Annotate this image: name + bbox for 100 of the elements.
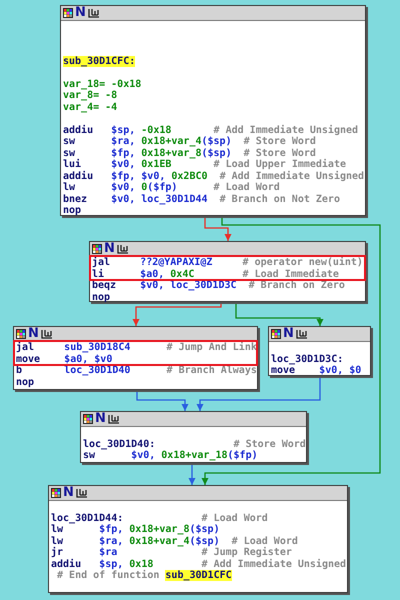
function-name-label: sub_30D1CFC xyxy=(165,570,232,581)
operand: $0 xyxy=(349,365,362,376)
code-comment: # Branch on Not Zero xyxy=(220,194,340,204)
code-block xyxy=(268,326,371,376)
code-label: loc_30D1D44: xyxy=(51,512,124,524)
instruction-mnemonic: b xyxy=(16,365,22,376)
instruction-mnemonic: lui xyxy=(63,159,82,170)
operand: -0x18 xyxy=(141,124,172,136)
operand: loc_30D1D44 xyxy=(141,194,208,204)
instruction-mnemonic: sw xyxy=(63,148,76,158)
node-type-letter: N xyxy=(283,327,294,341)
node-type-letter: N xyxy=(104,242,115,256)
code-label: loc_30D1D40: xyxy=(83,438,156,450)
instruction-mnemonic: nop xyxy=(92,292,110,302)
operand: 0x18+var_8 xyxy=(141,148,202,158)
instruction-mnemonic: lw xyxy=(51,536,64,546)
arrow xyxy=(196,376,321,411)
code-comment: # Jump And Link xyxy=(166,342,257,353)
node-type-letter: N xyxy=(63,486,74,500)
operand: ($sp) xyxy=(202,148,232,158)
variable-declaration: var_18= -0x18 xyxy=(63,78,142,90)
operand: $fp, xyxy=(99,524,124,535)
operand: 0x1EB xyxy=(141,159,172,170)
operand: ($sp) xyxy=(190,524,220,535)
operand: 0x18+var_4 xyxy=(129,536,190,546)
operand: ??2@YAPAXI@Z xyxy=(140,257,212,268)
instruction-mnemonic: move xyxy=(271,365,296,376)
operand: $ra xyxy=(99,547,118,558)
instruction-mnemonic: nop xyxy=(63,205,82,216)
instruction-mnemonic: jal xyxy=(92,257,110,268)
code-comment: # Load Immediate xyxy=(242,268,339,280)
operand: sub_30D18C4 xyxy=(64,342,130,353)
operand: 0x18+var_8 xyxy=(129,524,190,535)
node-type-letter: N xyxy=(28,327,39,341)
code-label: loc_30D1D3C: xyxy=(271,354,344,364)
instruction-mnemonic: lw xyxy=(51,524,64,535)
function-name-label: sub_30D1CFC: xyxy=(63,56,136,66)
operand: 0x18+var_18 xyxy=(161,450,228,461)
operand: $ra, xyxy=(111,136,136,147)
operand: $v0, xyxy=(131,450,156,461)
operand: $ra, xyxy=(99,536,124,546)
operand: ($fp) xyxy=(147,182,178,193)
instruction-mnemonic: addiu xyxy=(63,170,94,182)
code-comment: # Load Word xyxy=(232,536,298,546)
code-comment: # Jump Register xyxy=(202,547,292,558)
node-type-letter: N xyxy=(75,6,86,20)
code-comment: # Add Immediate Unsigned xyxy=(220,170,364,182)
operand: $sp, xyxy=(111,124,136,136)
code-comment: # Load Upper Immediate xyxy=(214,159,346,170)
instruction-mnemonic: nop xyxy=(16,376,34,388)
operand: $v0, xyxy=(111,159,136,170)
operand: $a0, xyxy=(64,354,88,364)
operand: 0 xyxy=(141,182,148,193)
code-block xyxy=(60,5,366,216)
operand: $v0, xyxy=(111,182,136,193)
arrow xyxy=(132,302,222,326)
code-block xyxy=(80,411,307,463)
instruction-mnemonic: lw xyxy=(63,182,76,193)
code-block xyxy=(13,326,258,390)
operand: loc_30D1D40 xyxy=(64,365,130,376)
operand: ($sp) xyxy=(190,536,220,546)
operand: $fp, xyxy=(111,170,136,182)
code-comment: # Store Word xyxy=(234,438,306,450)
instruction-mnemonic: addiu xyxy=(63,124,94,136)
code-comment: # Branch on Zero xyxy=(248,280,345,291)
code-block xyxy=(89,241,366,302)
code-comment: # Store Word xyxy=(244,136,316,147)
operand: loc_30D1D3C xyxy=(170,280,237,291)
operand: ($fp) xyxy=(228,450,258,461)
operand: $v0, xyxy=(140,280,164,291)
variable-declaration: var_8= -8 xyxy=(63,90,118,101)
arrow xyxy=(188,463,196,485)
arrow xyxy=(235,302,324,326)
instruction-mnemonic: sw xyxy=(63,136,76,147)
instruction-mnemonic: sw xyxy=(83,450,96,461)
operand: $fp, xyxy=(111,148,136,158)
instruction-mnemonic: beqz xyxy=(92,280,116,291)
instruction-mnemonic: addiu xyxy=(51,558,82,570)
instruction-mnemonic: jal xyxy=(16,342,34,353)
operand: 0x2BC0 xyxy=(171,170,208,182)
operand: $sp, xyxy=(99,558,124,570)
code-comment: # Add Immediate Unsigned xyxy=(214,124,358,136)
operand: 0x18 xyxy=(129,558,154,570)
operand: $v0 xyxy=(94,354,112,364)
arrow xyxy=(136,390,188,411)
instruction-mnemonic: jr xyxy=(51,547,64,558)
code-comment: # Branch Always xyxy=(166,365,257,376)
arrow xyxy=(204,216,232,241)
code-comment: # End of function xyxy=(57,570,160,581)
operand: $v0, xyxy=(141,170,166,182)
operand: ($sp) xyxy=(202,136,232,147)
instruction-mnemonic: li xyxy=(92,268,104,280)
variable-declaration: var_4= -4 xyxy=(63,102,118,112)
arrow xyxy=(202,216,381,485)
code-comment: # operator new(uint) xyxy=(242,257,363,268)
instruction-mnemonic: bnez xyxy=(63,194,88,204)
code-comment: # Load Word xyxy=(214,182,280,193)
operand: $v0, xyxy=(111,194,136,204)
operand: $v0, xyxy=(319,365,344,376)
code-comment: # Store Word xyxy=(244,148,316,158)
